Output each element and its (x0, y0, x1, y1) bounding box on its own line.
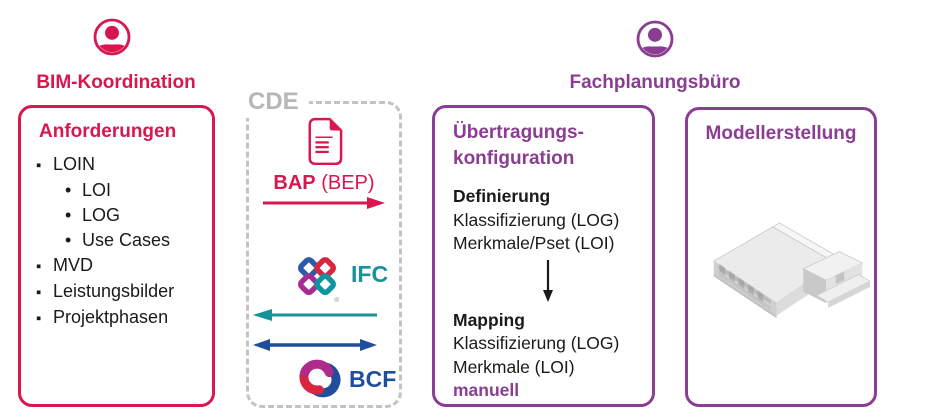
ifc-label: IFC (351, 261, 389, 287)
actor-label-bim-koordination: BIM-Koordination (36, 72, 196, 93)
model-box-title: Modellerstellung (705, 123, 857, 144)
transfer-configuration-content: Übertragungs- konfiguration Definierung … (435, 108, 652, 404)
person-icon (93, 18, 131, 56)
bcf-label: BCF (349, 366, 397, 392)
requirements-list: ▪ LOIN • LOI • LOG • Use Cases ▪ MVD ▪ L… (21, 152, 212, 331)
bcf-arrow-bidirectional-icon (253, 339, 377, 351)
cde-box: CDE BAP (BEP) ® (242, 89, 402, 408)
definition-to-mapping-flow (453, 259, 642, 307)
bcf-logo-icon (299, 359, 341, 398)
actor-label-fachplanungsbuero: Fachplanungsbüro (569, 72, 741, 93)
down-arrow-icon (542, 259, 553, 302)
cde-box-label: CDE (242, 89, 309, 118)
model-creation-box: Modellerstellung (685, 107, 877, 407)
person-icon (636, 20, 674, 58)
bap-arrow-right-icon (263, 197, 385, 209)
list-item: • LOG (21, 203, 212, 228)
transfer-box-title: Übertragungs- konfiguration (453, 120, 642, 172)
square-bullet-icon: ▪ (36, 310, 42, 327)
bep-label: (BEP) (321, 172, 375, 194)
ifc-arrow-left-icon (253, 309, 377, 321)
square-bullet-icon: ▪ (36, 284, 42, 301)
document-icon (308, 117, 343, 166)
square-bullet-icon: ▪ (36, 157, 42, 174)
definition-line: Merkmale/Pset (LOI) (453, 233, 615, 253)
building-model-image (712, 222, 870, 319)
list-item-label: LOI (82, 180, 112, 200)
bap-label: BAP (273, 172, 316, 194)
list-item-label: LOG (82, 205, 121, 225)
list-item-label: LOIN (53, 154, 96, 174)
dot-bullet-icon: • (65, 205, 72, 225)
definition-line: Klassifizierung (LOG) (453, 209, 620, 230)
list-item: • LOI (21, 178, 212, 203)
square-bullet-icon: ▪ (36, 258, 42, 275)
transfer-configuration-box: Übertragungs- konfiguration Definierung … (432, 105, 655, 407)
definition-block: Definierung Klassifizierung (LOG) Merkma… (453, 185, 642, 256)
definition-heading: Definierung (453, 186, 551, 206)
ifc-buildingsmart-logo-icon: ® (298, 257, 339, 304)
mapping-block: Mapping Klassifizierung (LOG) Merkmale (… (453, 309, 642, 403)
dot-bullet-icon: • (65, 180, 72, 200)
list-item: ▪ Projektphasen (21, 305, 212, 331)
transfer-box-title-line2: konfiguration (453, 148, 575, 169)
list-item-label: Use Cases (82, 230, 171, 250)
manual-label: manuell (453, 380, 520, 400)
mapping-line: Klassifizierung (LOG) (453, 333, 620, 353)
mapping-heading: Mapping (453, 309, 525, 330)
transfer-box-title-line1: Übertragungs- (453, 122, 584, 143)
list-item: • Use Cases (21, 228, 212, 253)
list-item-label: Leistungsbilder (53, 281, 175, 301)
dot-bullet-icon: • (65, 230, 72, 250)
list-item-label: MVD (53, 255, 93, 275)
list-item-label: Projektphasen (53, 307, 169, 327)
registered-trademark-icon: ® (334, 296, 339, 304)
bap-bep-label: BAP (BEP) (249, 172, 399, 195)
requirements-box: Anforderungen ▪ LOIN • LOI • LOG • Use C… (18, 105, 215, 407)
list-item: ▪ Leistungsbilder (21, 279, 212, 305)
mapping-line: Merkmale (LOI) (453, 356, 575, 377)
requirements-box-title: Anforderungen (39, 121, 177, 142)
list-item: ▪ LOIN (21, 152, 212, 178)
list-item: ▪ MVD (21, 253, 212, 279)
